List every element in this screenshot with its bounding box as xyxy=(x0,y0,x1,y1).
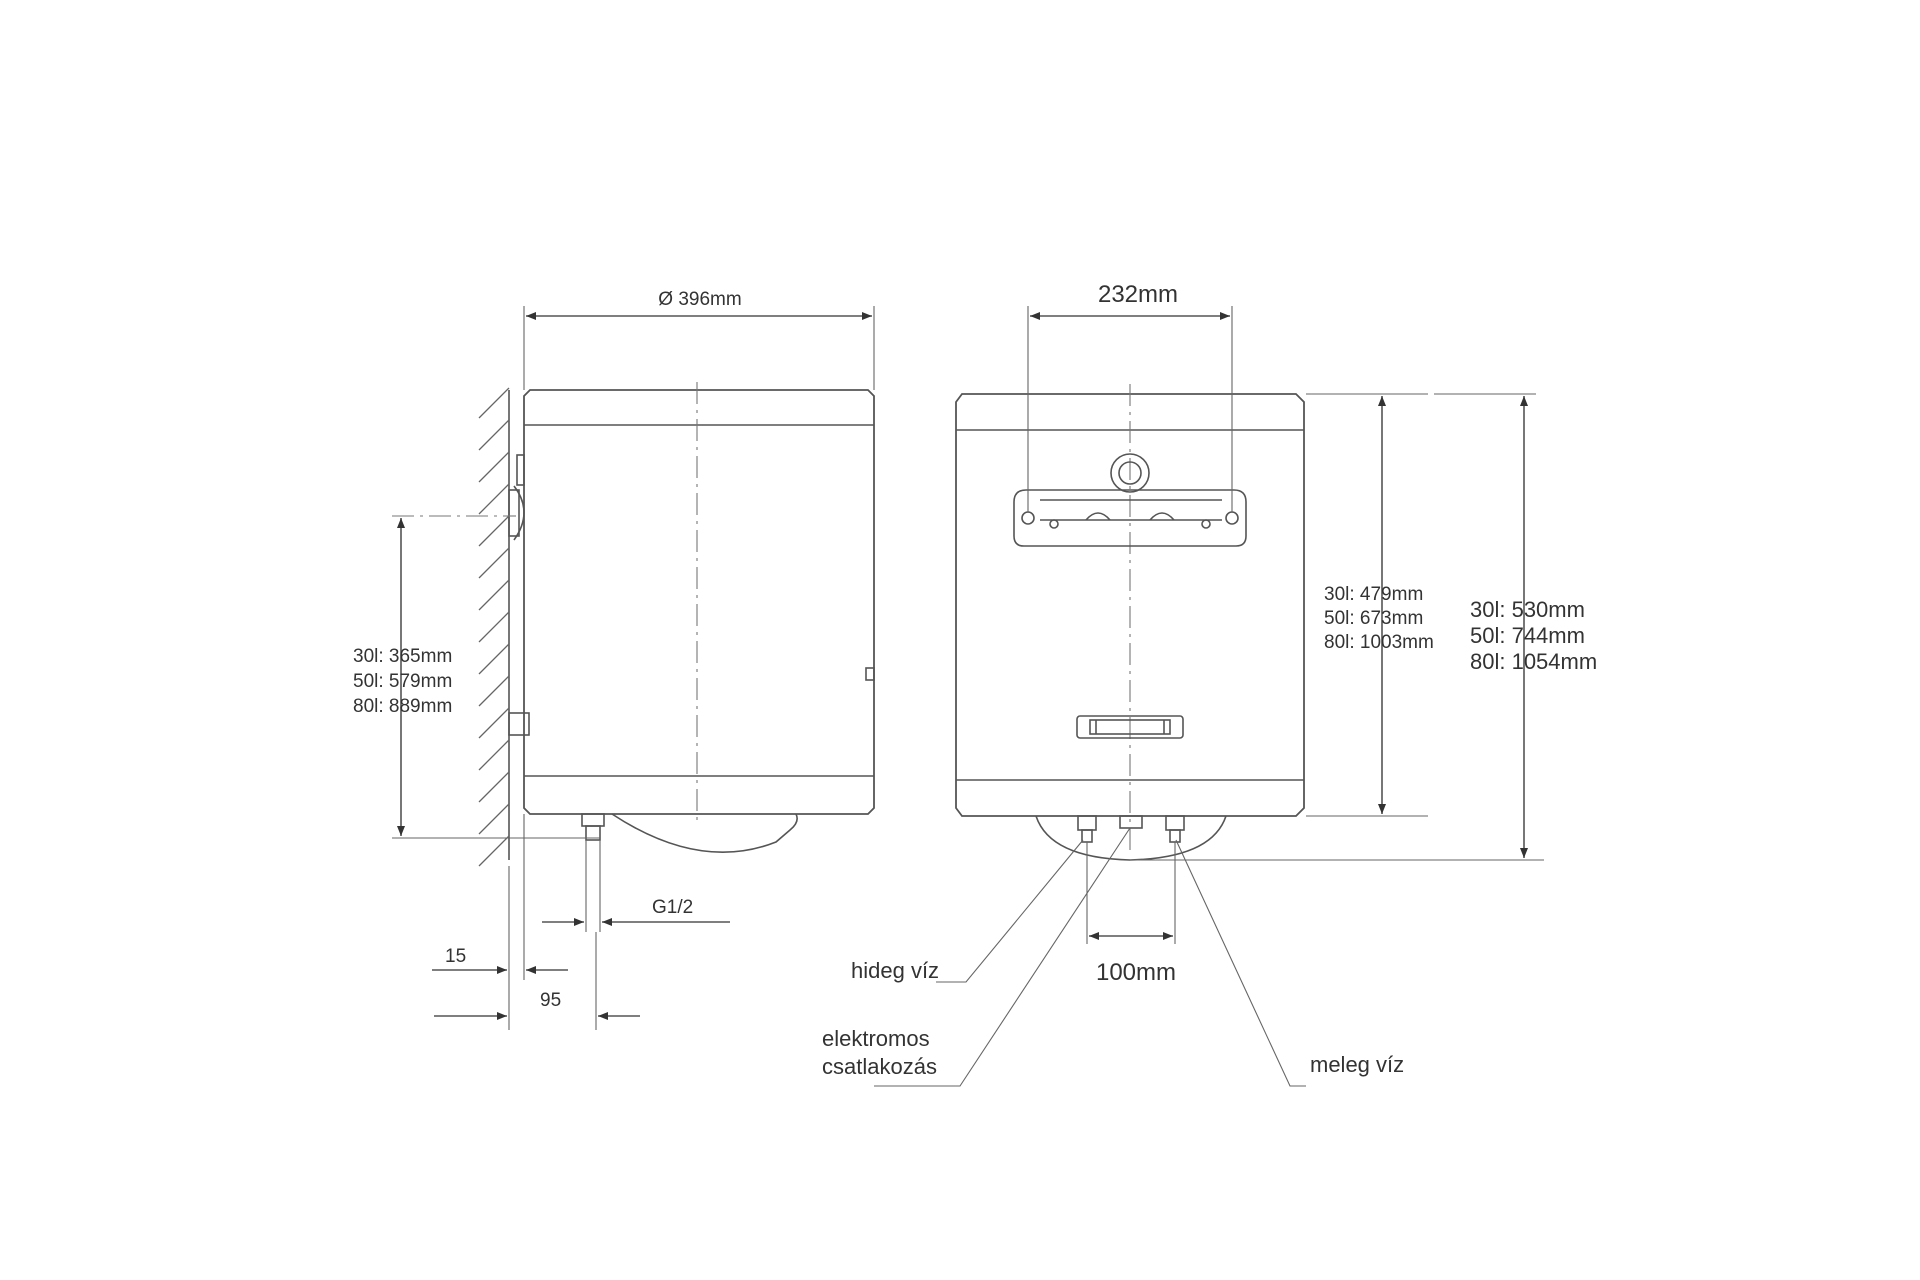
inner-height-line-50l: 50l: 673mm xyxy=(1324,608,1423,629)
total-height-line-50l: 50l: 744mm xyxy=(1470,623,1585,648)
heater-side-body xyxy=(508,382,875,854)
front-total-height-dimension: 30l: 530mm 50l: 744mm 80l: 1054mm xyxy=(1130,393,1597,861)
thread-label: G1/2 xyxy=(652,897,693,918)
side-height-line-30l: 30l: 365mm xyxy=(353,646,452,667)
total-height-line-30l: 30l: 530mm xyxy=(1470,597,1585,622)
electrical-label-line2: csatlakozás xyxy=(822,1054,937,1079)
offset-15-label: 15 xyxy=(445,946,466,967)
pipe-spacing-label: 100mm xyxy=(1096,959,1176,986)
side-height-dimension: 30l: 365mm 50l: 579mm 80l: 889mm xyxy=(353,515,600,839)
diameter-dimension: Ø 396mm xyxy=(523,289,875,390)
pipe-spacing-dimension: 100mm xyxy=(1086,842,1176,986)
front-inner-height-dimension: 30l: 479mm 50l: 673mm 80l: 1003mm xyxy=(1306,393,1434,817)
cold-water-label: hideg víz xyxy=(851,958,939,983)
thread-dimension: G1/2 xyxy=(542,840,730,932)
hot-water-label: meleg víz xyxy=(1310,1052,1404,1077)
side-height-line-50l: 50l: 579mm xyxy=(353,671,452,692)
offset-dimensions: 15 95 xyxy=(432,814,640,1030)
total-height-line-80l: 80l: 1054mm xyxy=(1470,649,1597,674)
front-view: 232mm 30l: 479mm 50l: 673mm 80l: 1003mm … xyxy=(822,281,1597,1087)
electrical-label-line1: elektromos xyxy=(822,1026,930,1051)
inner-height-line-30l: 30l: 479mm xyxy=(1324,584,1423,605)
offset-95-label: 95 xyxy=(540,990,561,1011)
side-view: Ø 396mm 30l: 365mm 50l: 579mm 80l: 889mm… xyxy=(353,289,875,1030)
callouts: hideg víz elektromos csatlakozás meleg v… xyxy=(822,827,1404,1087)
bracket-width-label: 232mm xyxy=(1098,281,1178,308)
wall-hatching xyxy=(478,387,510,867)
bracket-width-dimension: 232mm xyxy=(1027,281,1233,512)
heater-front-body xyxy=(955,384,1305,861)
diameter-label: Ø 396mm xyxy=(658,289,741,310)
side-height-line-80l: 80l: 889mm xyxy=(353,696,452,717)
inner-height-line-80l: 80l: 1003mm xyxy=(1324,632,1434,653)
